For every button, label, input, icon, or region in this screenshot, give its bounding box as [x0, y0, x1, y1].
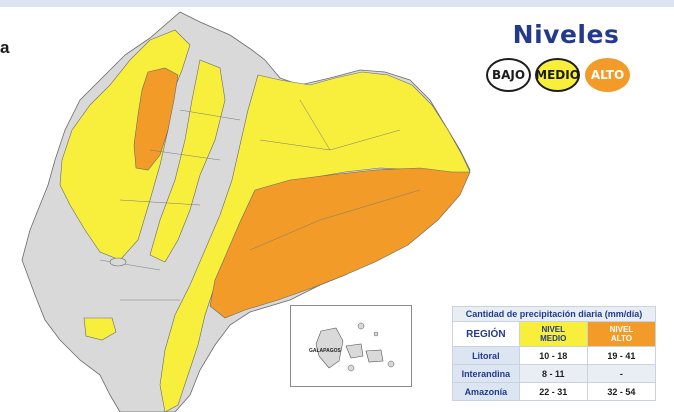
- island-puna: [109, 257, 127, 267]
- row-alto: 32 - 54: [586, 382, 657, 401]
- region-medio-interandina: [149, 59, 226, 263]
- region-alto-southeast: [209, 167, 471, 319]
- row-alto: -: [586, 364, 657, 383]
- table-row: Litoral 10 - 18 19 - 41: [452, 346, 657, 365]
- cropped-heading-fragment: a: [0, 38, 10, 57]
- top-strip: [0, 0, 674, 7]
- region-medio-south-coast: [83, 317, 117, 341]
- region-alto-north: [133, 67, 179, 171]
- row-region: Interandina: [452, 364, 520, 383]
- row-alto: 19 - 41: [586, 346, 657, 365]
- legend-title: Niveles: [512, 20, 620, 49]
- table-row: Amazonía 22 - 31 32 - 54: [452, 382, 657, 401]
- row-medio: 22 - 31: [518, 382, 588, 401]
- table-title: Cantidad de precipitación diaria (mm/día…: [452, 306, 656, 322]
- legend-pill-bajo: BAJO: [486, 58, 531, 92]
- row-medio: 10 - 18: [518, 346, 588, 365]
- row-medio: 8 - 11: [518, 364, 588, 383]
- legend-pill-alto: ALTO: [585, 58, 630, 92]
- galapagos-label: GALAPAGOS: [309, 348, 341, 354]
- province-boundaries: [99, 99, 421, 301]
- row-region: Litoral: [452, 346, 520, 365]
- precipitation-table: Cantidad de precipitación diaria (mm/día…: [452, 306, 657, 401]
- galapagos-inset: GALAPAGOS: [290, 305, 412, 387]
- row-region: Amazonía: [452, 382, 520, 401]
- galapagos-islands: [315, 322, 395, 372]
- legend-pill-medio: MEDIO: [535, 58, 580, 92]
- header-region: REGIÓN: [452, 321, 520, 347]
- table-row: Interandina 8 - 11 -: [452, 364, 657, 383]
